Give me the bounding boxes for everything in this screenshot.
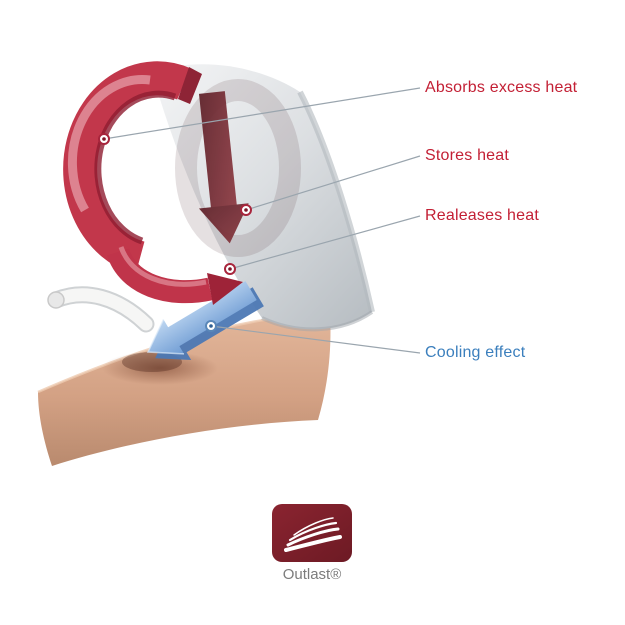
heat-cycle-ring-arrow: [63, 61, 202, 275]
fiber-tube: [47, 286, 155, 333]
callout-line-cooling: [210, 325, 421, 354]
callout-dots: [98, 133, 252, 332]
callout-line-absorbs: [103, 87, 421, 140]
callout-line-stores: [245, 155, 421, 211]
ring-end-face: [178, 67, 202, 104]
callout-dot-stores: [240, 204, 252, 216]
callout-dot-absorbs: [98, 133, 110, 145]
callout-label-cooling: Cooling effect: [425, 344, 526, 361]
releases-heat-arrow: [107, 246, 243, 305]
outlast-swoosh-icon: [284, 517, 342, 552]
callout-dot-cooling: [205, 320, 217, 332]
callout-label-releases: Realeases heat: [425, 207, 539, 224]
callout-label-stores: Stores heat: [425, 147, 510, 164]
callout-line-releases: [229, 215, 421, 270]
outlast-logo: [272, 504, 352, 562]
ring-shadow: [175, 79, 301, 257]
callout-lines: [103, 87, 421, 354]
callout-label-absorbs: Absorbs excess heat: [425, 79, 578, 96]
stores-heat-arrow: [198, 91, 249, 244]
callout-dot-releases: [224, 263, 236, 275]
outlast-logo-wordmark: Outlast®: [282, 566, 342, 583]
